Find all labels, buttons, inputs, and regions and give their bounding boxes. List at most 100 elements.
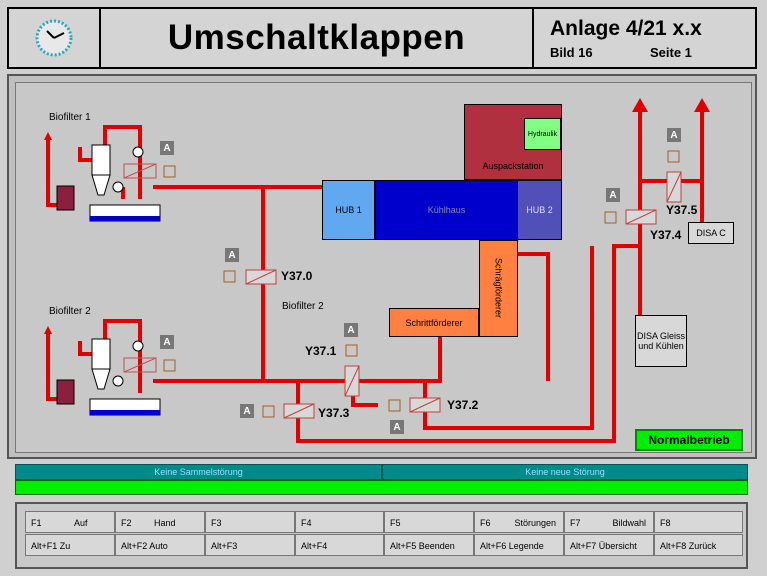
actuator-icon bbox=[163, 165, 176, 178]
hub-1[interactable]: HUB 1 bbox=[322, 180, 375, 240]
auto-badge[interactable]: A bbox=[160, 335, 174, 349]
status-badge: Normalbetrieb bbox=[635, 429, 743, 451]
f6-key[interactable]: F6 Störungen bbox=[474, 511, 564, 533]
arrow-up-icon bbox=[694, 98, 710, 112]
f8-key-name: F8 bbox=[660, 518, 671, 528]
f5-key[interactable]: F5 bbox=[384, 511, 474, 533]
alt-f5-key[interactable]: Alt+F5 Beenden bbox=[384, 534, 474, 556]
alt-f6-key[interactable]: Alt+F6 Legende bbox=[474, 534, 564, 556]
actuator-icon bbox=[262, 405, 275, 418]
f2-key[interactable]: F2 Hand bbox=[115, 511, 205, 533]
f4-key-name: F4 bbox=[301, 518, 312, 528]
disa-gleiss-label: DISA Gleiss und Kühlen bbox=[636, 331, 685, 351]
hub-2-label: HUB 2 bbox=[526, 205, 553, 215]
biofilter-2-label: Biofilter 2 bbox=[49, 306, 91, 317]
actuator-icon bbox=[667, 150, 680, 163]
biofilter-1-label: Biofilter 1 bbox=[49, 112, 91, 123]
actuator-icon bbox=[223, 270, 236, 283]
schraegfoerderer[interactable]: Schrägförderer bbox=[479, 240, 518, 337]
alt-f8-label: Alt+F8 Zurück bbox=[660, 541, 717, 551]
alt-f5-label: Alt+F5 Beenden bbox=[390, 541, 455, 551]
diagram-panel bbox=[7, 74, 757, 459]
auto-badge[interactable]: A bbox=[344, 323, 358, 337]
valve-y375-label: Y37.5 bbox=[666, 203, 698, 217]
schrittfoerderer[interactable]: Schrittförderer bbox=[389, 308, 479, 337]
f7-key-action: Bildwahl bbox=[612, 518, 646, 528]
damper-icon bbox=[123, 357, 157, 373]
damper-icon bbox=[123, 163, 157, 179]
auto-badge[interactable]: A bbox=[160, 141, 174, 155]
biofilter-2-line-label: Biofilter 2 bbox=[282, 301, 324, 312]
f4-key[interactable]: F4 bbox=[295, 511, 384, 533]
disa-gleiss[interactable]: DISA Gleiss und Kühlen bbox=[635, 315, 687, 367]
pipe-bf1-loop bbox=[46, 140, 57, 207]
plant-id: Anlage 4/21 x.x bbox=[550, 17, 702, 40]
pipe-bf1-up bbox=[78, 125, 142, 199]
alt-f1-key[interactable]: Alt+F1 Zu bbox=[25, 534, 115, 556]
biofilter-2-stack bbox=[56, 379, 75, 405]
valve-y373-label: Y37.3 bbox=[318, 406, 350, 420]
valve-y370-label: Y37.0 bbox=[281, 269, 313, 283]
clock-icon bbox=[35, 19, 73, 57]
actuator-icon bbox=[604, 211, 617, 224]
f2-key-action: Hand bbox=[154, 518, 176, 528]
valve-y372-label: Y37.2 bbox=[447, 398, 479, 412]
kuehlhaus-label: Kühlhaus bbox=[427, 205, 466, 215]
biofilter-2-cyclone bbox=[91, 338, 111, 370]
f3-key[interactable]: F3 bbox=[205, 511, 295, 533]
biofilter-1-cyclone bbox=[91, 144, 111, 176]
pipe-bf2-main bbox=[153, 337, 442, 383]
fan-icon bbox=[132, 146, 144, 158]
auto-badge[interactable]: A bbox=[240, 404, 254, 418]
biofilter-1-stack bbox=[56, 185, 75, 211]
auto-badge[interactable]: A bbox=[390, 420, 404, 434]
auto-badge[interactable]: A bbox=[606, 188, 620, 202]
arrow-up-icon bbox=[44, 326, 52, 334]
arrow-up-icon bbox=[632, 98, 648, 112]
actuator-icon bbox=[388, 399, 401, 412]
schrittfoerderer-label: Schrittförderer bbox=[405, 317, 463, 328]
alt-f3-label: Alt+F3 bbox=[211, 541, 238, 551]
f6-key-name: F6 bbox=[480, 518, 491, 528]
page-title: Umschaltklappen bbox=[167, 18, 466, 57]
hub-2[interactable]: HUB 2 bbox=[517, 180, 562, 240]
alt-f4-label: Alt+F4 bbox=[301, 541, 328, 551]
f5-key-name: F5 bbox=[390, 518, 401, 528]
alt-f8-key[interactable]: Alt+F8 Zurück bbox=[654, 534, 743, 556]
header: Umschaltklappen Anlage 4/21 x.x Bild 16 … bbox=[7, 7, 757, 69]
status-bar bbox=[15, 480, 748, 495]
f2-key-name: F2 bbox=[121, 518, 132, 528]
hydraulik[interactable]: Hydraulik bbox=[524, 118, 561, 150]
valve-y374-label: Y37.4 bbox=[650, 228, 682, 242]
f8-key[interactable]: F8 bbox=[654, 511, 743, 533]
auspackstation-label: Auspackstation bbox=[482, 161, 544, 171]
auto-badge[interactable]: A bbox=[667, 128, 681, 142]
message-new-fault: Keine neue Störung bbox=[382, 464, 748, 480]
f6-key-action: Störungen bbox=[514, 518, 556, 528]
page-number: Seite 1 bbox=[650, 45, 692, 60]
message-collective-fault: Keine Sammelstörung bbox=[15, 464, 382, 480]
alt-f3-key[interactable]: Alt+F3 bbox=[205, 534, 295, 556]
diagram-inner bbox=[15, 82, 752, 453]
kuehlhaus[interactable]: Kühlhaus bbox=[375, 180, 518, 240]
f1-key-name: F1 bbox=[31, 518, 42, 528]
schraegfoerderer-label: Schrägförderer bbox=[493, 258, 504, 319]
alt-f7-key[interactable]: Alt+F7 Übersicht bbox=[564, 534, 654, 556]
alt-f1-label: Alt+F1 Zu bbox=[31, 541, 71, 551]
auto-badge[interactable]: A bbox=[225, 248, 239, 262]
pipe-lower-loop bbox=[296, 244, 640, 443]
alt-f2-key[interactable]: Alt+F2 Auto bbox=[115, 534, 205, 556]
f3-key-name: F3 bbox=[211, 518, 222, 528]
alt-f4-key[interactable]: Alt+F4 bbox=[295, 534, 384, 556]
alt-f7-label: Alt+F7 Übersicht bbox=[570, 541, 637, 551]
pipe-schraeg bbox=[518, 252, 550, 381]
alt-f6-label: Alt+F6 Legende bbox=[480, 541, 544, 551]
disa-c[interactable]: DISA C bbox=[688, 222, 734, 244]
valve-y371-label: Y37.1 bbox=[305, 344, 337, 358]
title-box: Umschaltklappen bbox=[101, 9, 534, 67]
picture-number: Bild 16 bbox=[550, 45, 593, 60]
